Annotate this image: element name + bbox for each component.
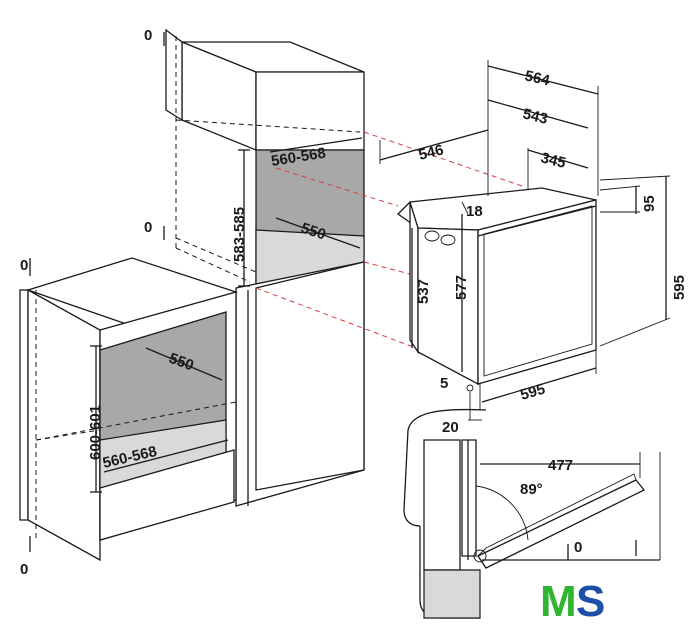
base-cabinet bbox=[19, 257, 239, 562]
dim-oven-total-depth: 564 bbox=[523, 67, 552, 89]
dim-door-angle: 89° bbox=[520, 481, 543, 498]
dim-oven-height-577: 577 bbox=[453, 275, 470, 300]
dim-oven-front-20: 20 bbox=[442, 419, 459, 436]
logo-letter-s: S bbox=[576, 577, 605, 626]
dim-door-open-477: 477 bbox=[548, 457, 573, 474]
dim-base-top-zero: 0 bbox=[20, 257, 28, 274]
dim-tall-top-zero: 0 bbox=[144, 27, 152, 44]
dim-oven-depth-345: 345 bbox=[539, 149, 567, 172]
dim-oven-height-595: 595 bbox=[671, 275, 688, 300]
dim-base-niche-height: 600-601 bbox=[87, 405, 104, 460]
dim-tall-niche-height: 583-585 bbox=[231, 207, 248, 262]
dim-tall-niche-depth: 550 bbox=[299, 220, 328, 244]
logo-letter-m: M bbox=[540, 577, 577, 626]
dim-oven-width-595: 595 bbox=[518, 381, 547, 404]
tall-cabinet-dimensions bbox=[163, 32, 363, 287]
dim-tall-mid-zero: 0 bbox=[144, 219, 152, 236]
dim-oven-height-537: 537 bbox=[415, 279, 432, 304]
ms-logo: M S bbox=[540, 577, 605, 626]
door-detail bbox=[403, 408, 661, 619]
dim-oven-top-95: 95 bbox=[641, 195, 658, 212]
base-cabinet-dimensions bbox=[29, 258, 229, 552]
dim-base-bottom-zero: 0 bbox=[20, 561, 28, 578]
tall-cabinet bbox=[165, 28, 365, 507]
dim-oven-depth-546: 546 bbox=[417, 141, 445, 164]
dim-oven-depth-543: 543 bbox=[521, 105, 549, 128]
oven-dimension-lines bbox=[379, 60, 671, 421]
base-cabinet-hidden-lines bbox=[35, 290, 237, 540]
dim-door-zero: 0 bbox=[574, 539, 582, 556]
dim-oven-bottom-5: 5 bbox=[440, 375, 448, 392]
dim-oven-top-18: 18 bbox=[466, 203, 483, 220]
